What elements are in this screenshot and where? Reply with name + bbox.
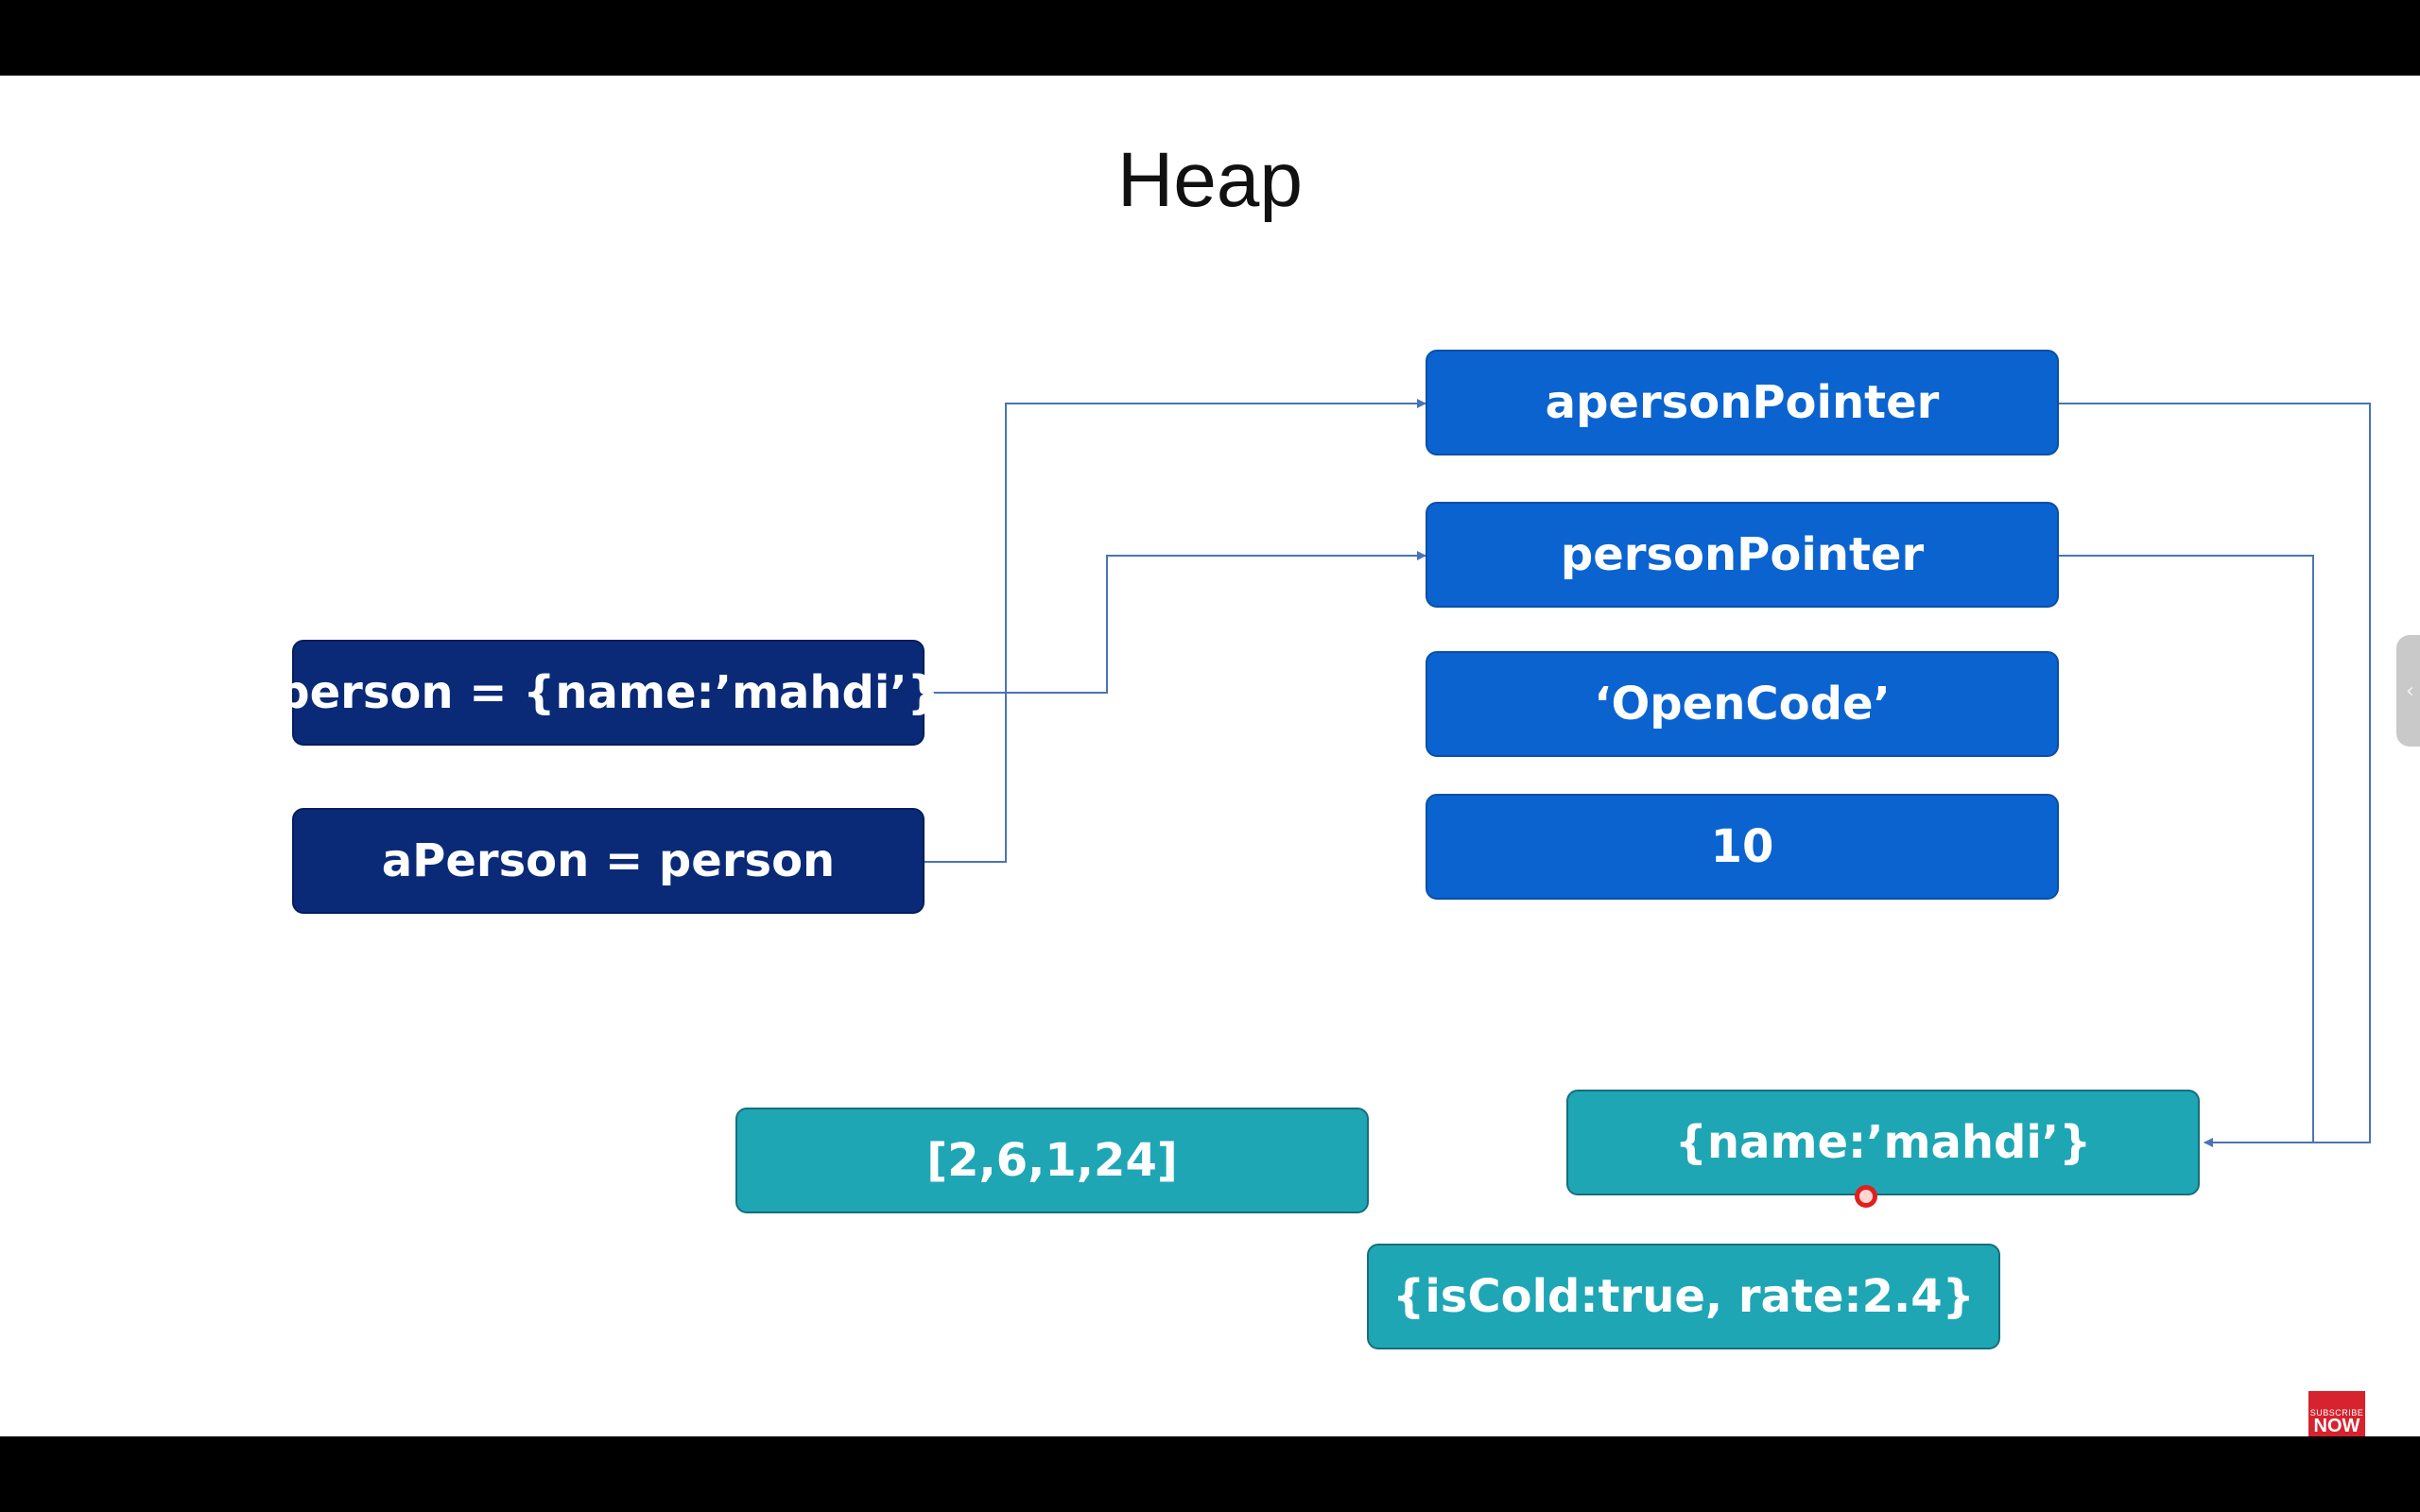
heap-box-label: personPointer [1560, 528, 1925, 581]
heap-object-weather: {isCold:true, rate:2.4} [1367, 1244, 2000, 1349]
slide: Heap person = {name:’mahdi’} aPerson = p… [0, 76, 2420, 1436]
pointer-cursor [1855, 1185, 1877, 1208]
heap-object-array: [2,6,1,24] [735, 1108, 1369, 1213]
stack-box-label: person = {name:’mahdi’} [277, 666, 940, 719]
side-panel-tab[interactable]: ‹ [2396, 635, 2420, 747]
stack-box-aperson: aPerson = person [292, 808, 925, 914]
heap-box-label: 10 [1710, 820, 1774, 873]
connector-person-to-personpointer [925, 551, 1426, 694]
heap-box-label: apersonPointer [1545, 376, 1940, 429]
slide-title: Heap [1116, 137, 1304, 223]
heap-box-apersonpointer: apersonPointer [1426, 350, 2059, 455]
connectors [925, 399, 2371, 1147]
connector-apersonpointer-to-object [2059, 403, 2371, 1147]
subscribe-label: SUBSCRIBE [2309, 1408, 2364, 1418]
heap-box-number: 10 [1426, 794, 2059, 900]
heap-box-opencode: ‘OpenCode’ [1426, 651, 2059, 757]
heap-object-label: {name:’mahdi’} [1674, 1116, 2092, 1169]
now-label: NOW [2313, 1416, 2360, 1436]
connector-personpointer-to-object [2059, 555, 2314, 1143]
connector-aperson-to-apersonpointer [925, 399, 1426, 863]
heap-box-label: ‘OpenCode’ [1594, 678, 1891, 730]
stack-box-label: aPerson = person [381, 834, 836, 887]
subscribe-now-badge[interactable]: SUBSCRIBE NOW [2308, 1391, 2365, 1436]
chevron-left-icon: ‹ [2406, 679, 2414, 703]
heap-object-label: {isCold:true, rate:2.4} [1392, 1270, 1975, 1323]
heap-box-personpointer: personPointer [1426, 502, 2059, 608]
heap-object-person: {name:’mahdi’} [1566, 1090, 2200, 1195]
heap-object-label: [2,6,1,24] [926, 1134, 1178, 1187]
stack-box-person: person = {name:’mahdi’} [277, 640, 940, 746]
